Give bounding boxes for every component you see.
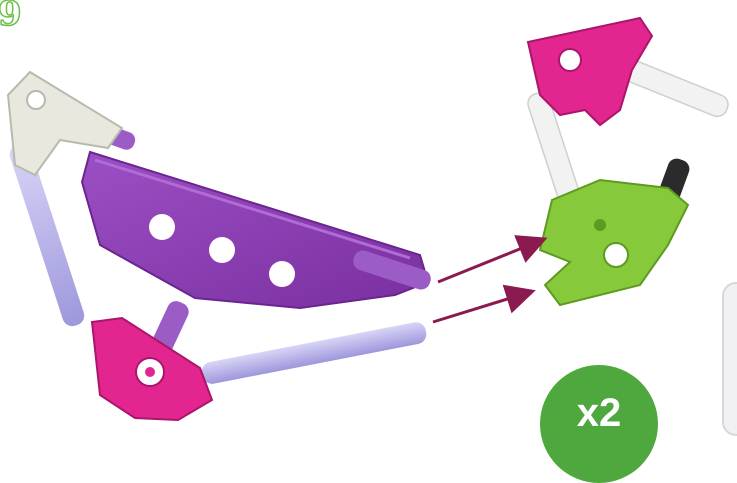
multiplier-badge: x2 — [540, 365, 658, 483]
side-panel — [722, 282, 737, 436]
triangle-plate-assembly-icon — [7, 72, 433, 420]
assembly-illustration — [0, 0, 737, 430]
instruction-step: 9 — [0, 0, 737, 430]
arrow-icon — [433, 240, 542, 322]
multiplier-text: x2 — [540, 391, 658, 436]
